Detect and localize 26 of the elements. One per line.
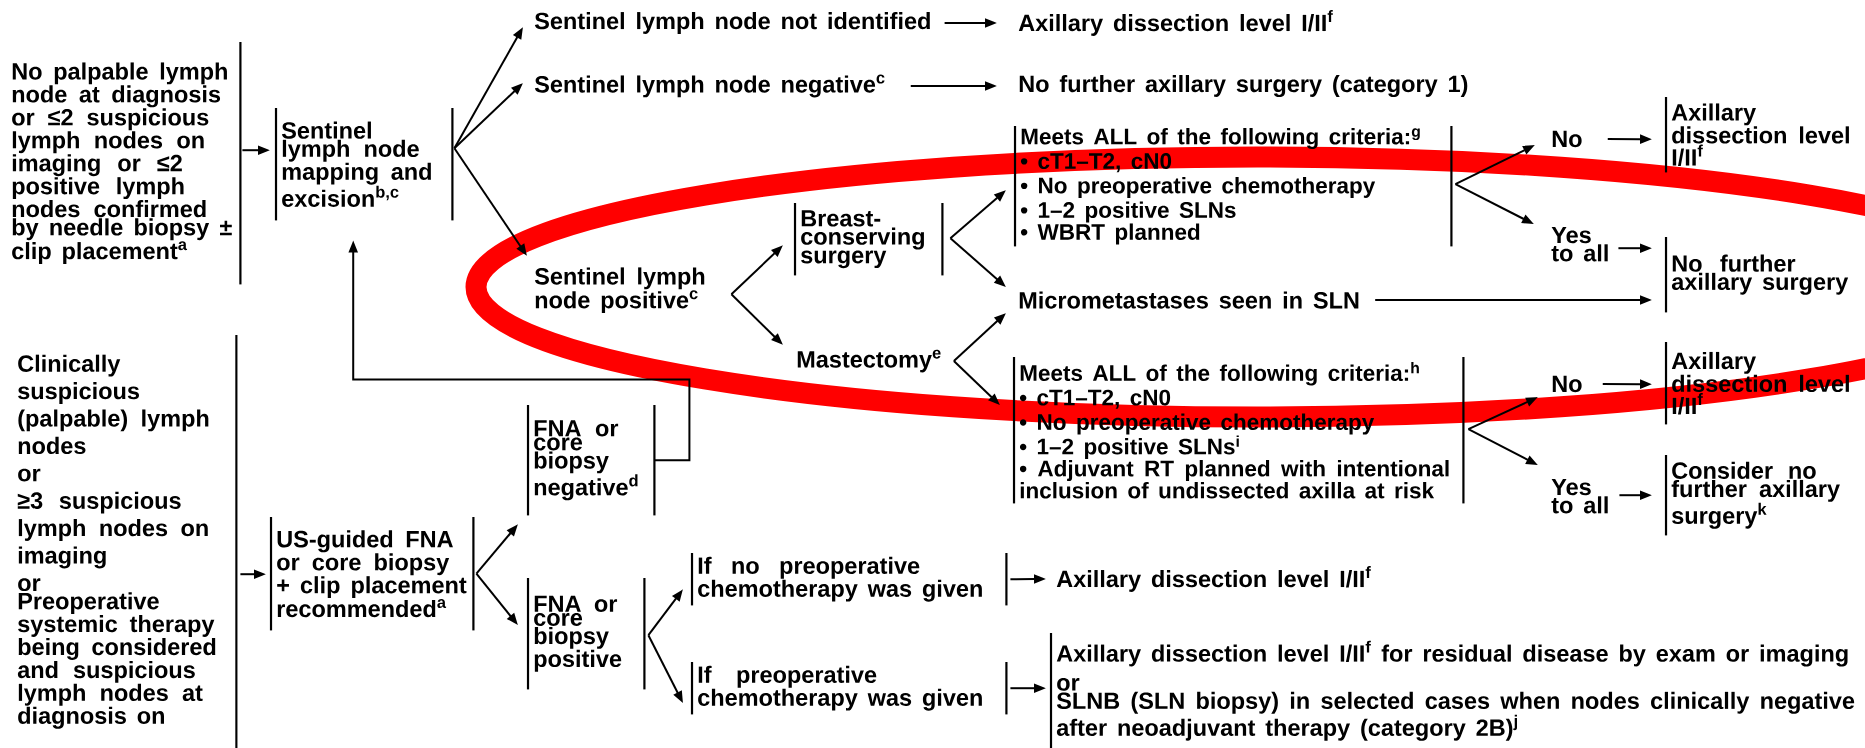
step-text: Axillary dissection level I/II$^{f}$ [1018,10,1333,36]
step-text: Axillary dissection level I/II$^{f}$ for residual disease by exam or imaging or SLNB (SLN biopsy) in selected cases when nodes clinically negative after neoadjuvant therapy (category 2B)$^{j}$ [1049,633,1855,748]
step-text: If preoperative chemotherapy was given [690,662,1008,715]
step-text: Sentinel lymph node not identified [534,12,930,34]
step-text: Micrometastases seen in SLN [1019,291,1359,309]
step-text: No palpable lymph node at diagnosis or ≤2 suspicious lymph nodes on imaging or ≤2 positive lymph nodes confirmed by needle biopsy ± clip placement$^{a}$ [12,42,242,285]
step-text: Axillary dissection level I/II$^{f}$ [1056,566,1371,592]
step-text: No further axillary surgery [1664,237,1849,313]
step-text: Breast-conserving surgery [793,203,944,276]
step-text: Yes to all [1551,226,1608,262]
step-text: Clinically suspicious (palpable) lymph nodes or ≥3 suspicious lymph nodes on imaging or Preoperative systemic therapy being considered and suspicious lymph nodes at diagnosis on [17,335,238,748]
step-text: Sentinel lymph node positive$^{c}$ [534,267,705,314]
step-text: US-guided FNA or core biopsy + clip placement recommended$^{a}$ [269,517,475,631]
step-text: No [1552,375,1582,393]
step-text: Axillary dissection level I/II$^{f}$ [1664,97,1849,173]
step-text: Mastectomy$^{e}$ [797,349,941,373]
step-text: Sentinel lymph node mapping and excision$^{b,c}$ [274,108,454,221]
step-text: If no preoperative chemotherapy was given [690,553,1008,606]
step-text: No [1552,130,1582,148]
step-text: Sentinel lymph node negative$^{c}$ [534,74,885,98]
step-text: Meets ALL of the following criteria:$^{g}$ • cT1–T2, cN0 • No preoperative chemotherapy • 1–2 positive SLNs • WBRT planned [1013,126,1453,247]
step-text: Yes to all [1551,478,1608,514]
step-text: No further axillary surgery (category 1) [1019,75,1468,97]
step-text: Consider no further axillary surgery$^{k}$ [1664,455,1840,536]
step-text: FNA or core biopsy negative$^{d}$ [526,405,656,516]
step-text: FNA or core biopsy positive [526,578,646,690]
